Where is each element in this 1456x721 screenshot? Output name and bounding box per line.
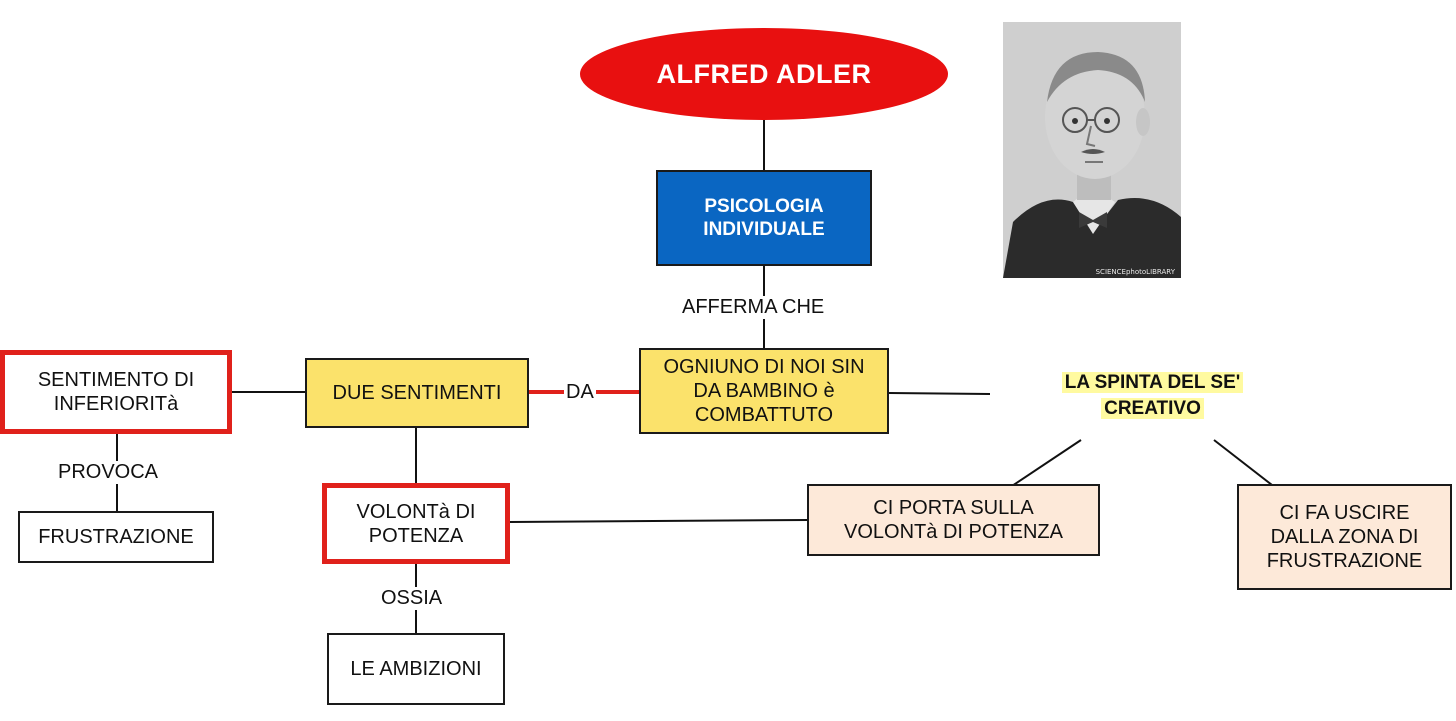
volonta-di-potenza-box: VOLONTà DI POTENZA: [322, 483, 510, 564]
label-ossia: OSSIA: [379, 587, 445, 610]
ci-porta-text: CI PORTA SULLA VOLONTà DI POTENZA: [844, 497, 1063, 543]
ogniuno-box: OGNIUNO DI NOI SIN DA BAMBINO è COMBATTU…: [639, 348, 889, 434]
le-ambizioni-text: LE AMBIZIONI: [350, 658, 482, 680]
ci-fa-uscire-text: CI FA USCIRE DALLA ZONA DI FRUSTRAZIONE: [1266, 502, 1423, 572]
portrait-photo: SCIENCEphotoLIBRARY: [1003, 22, 1181, 278]
connector-spinta-cifa: [1213, 439, 1273, 486]
ci-porta-box: CI PORTA SULLA VOLONTà DI POTENZA: [807, 484, 1100, 556]
due-sentimenti-text: DUE SENTIMENTI: [332, 382, 502, 404]
label-da: DA: [564, 381, 596, 404]
label-afferma-che: AFFERMA CHE: [680, 296, 827, 319]
due-sentimenti-box: DUE SENTIMENTI: [305, 358, 529, 428]
connector-ogniuno-spinta: [887, 392, 991, 395]
sentimento-inferiorita-text: SENTIMENTO DI INFERIORITà: [37, 369, 195, 415]
connector-volonta-ciporta: [509, 519, 809, 523]
spinta-line1: LA SPINTA DEL SE': [1061, 372, 1244, 393]
volonta-di-potenza-text: VOLONTà DI POTENZA: [356, 500, 476, 547]
psicologia-individuale-text: PSICOLOGIA INDIVIDUALE: [703, 196, 825, 240]
label-provoca: PROVOCA: [56, 461, 161, 484]
ogniuno-text: OGNIUNO DI NOI SIN DA BAMBINO è COMBATTU…: [663, 356, 865, 426]
frustrazione-text: FRUSTRAZIONE: [38, 526, 194, 548]
psicologia-individuale-box: PSICOLOGIA INDIVIDUALE: [656, 170, 872, 266]
connector-spinta-ciporta: [1011, 439, 1082, 487]
portrait-illustration: SCIENCEphotoLIBRARY: [1003, 22, 1181, 278]
le-ambizioni-box: LE AMBIZIONI: [327, 633, 505, 705]
spinta-creativo-label: LA SPINTA DEL SE' CREATIVO: [1030, 370, 1275, 422]
root-title: ALFRED ADLER: [656, 59, 872, 89]
sentimento-inferiorita-box: SENTIMENTO DI INFERIORITà: [0, 350, 232, 434]
frustrazione-box: FRUSTRAZIONE: [18, 511, 214, 563]
ci-fa-uscire-box: CI FA USCIRE DALLA ZONA DI FRUSTRAZIONE: [1237, 484, 1452, 590]
photo-watermark: SCIENCEphotoLIBRARY: [1096, 268, 1176, 276]
root-node-ellipse: ALFRED ADLER: [580, 28, 948, 120]
spinta-line2: CREATIVO: [1101, 398, 1204, 419]
